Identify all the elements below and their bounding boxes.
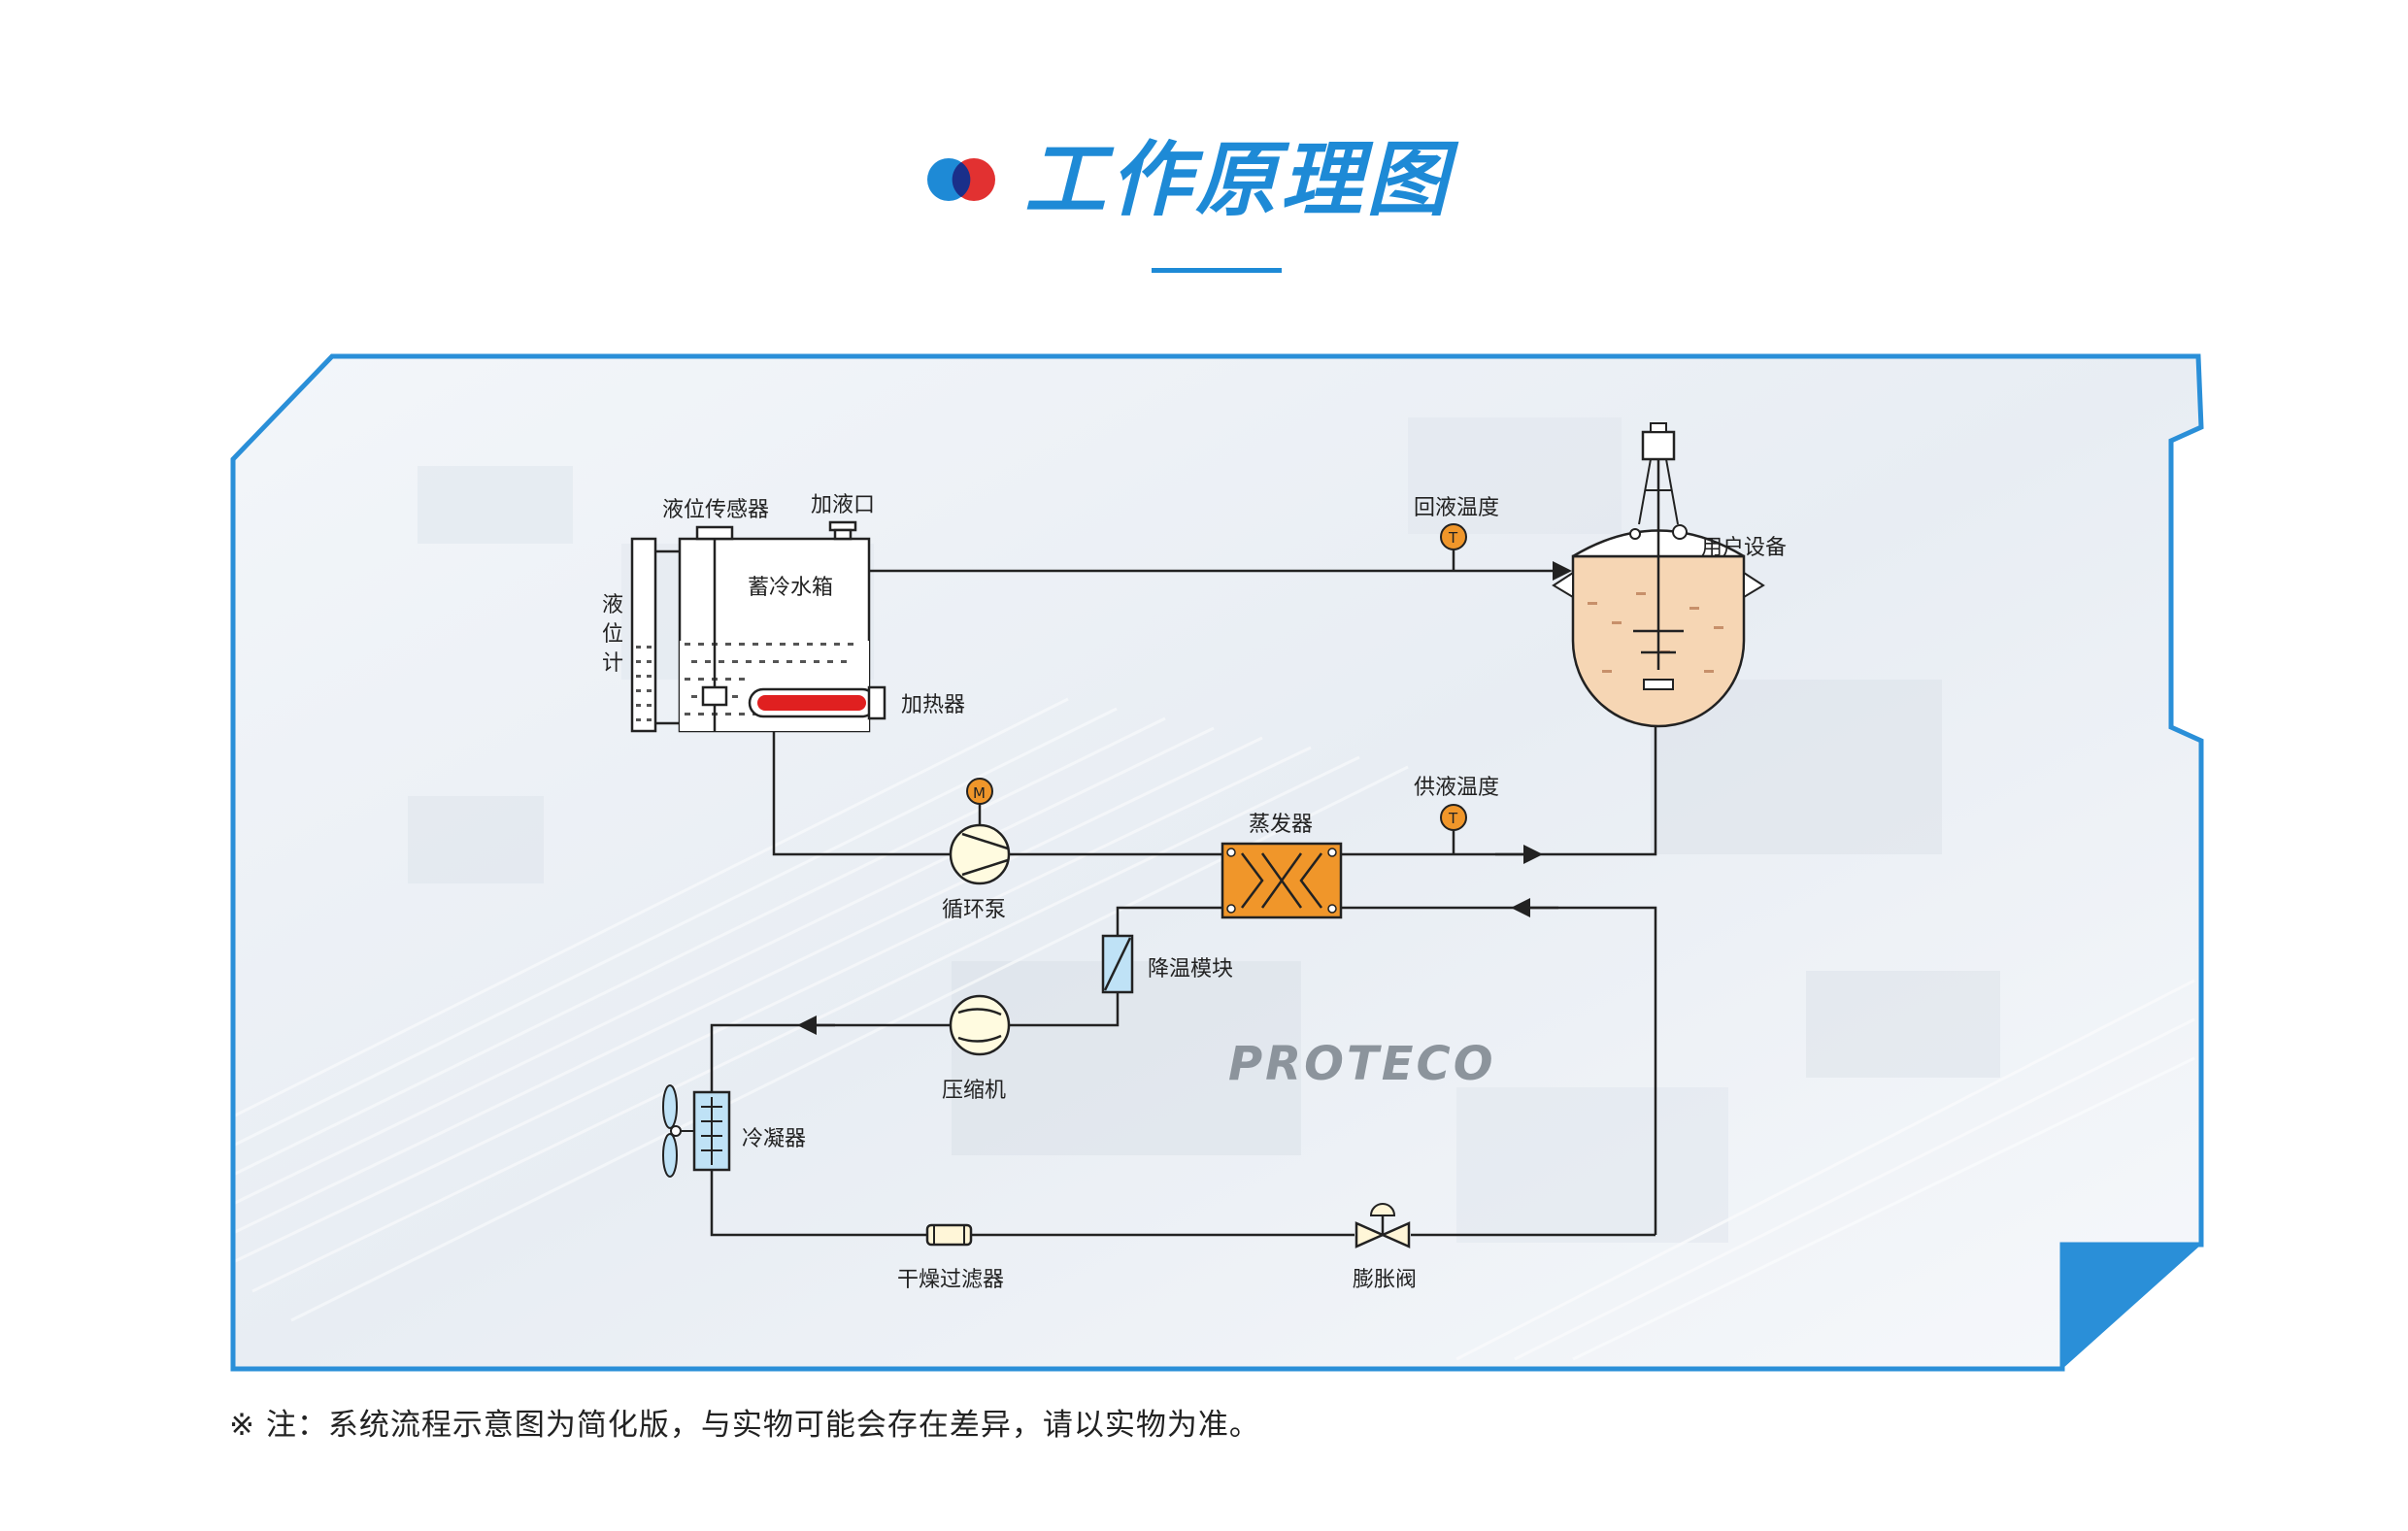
evaporator <box>1221 842 1343 919</box>
fan-icon <box>662 1084 694 1178</box>
label-level-gauge-3: 计 <box>602 651 623 676</box>
supply-temp-symbol: T <box>1448 810 1458 827</box>
title-underline <box>1152 268 1282 273</box>
pipe-network <box>710 561 1657 1237</box>
footnote: ※ 注：系统流程示意图为简化版，与实物可能会存在差异，请以实物为准。 <box>229 1408 1260 1443</box>
level-gauge <box>630 537 680 733</box>
label-filter-dryer: 干燥过滤器 <box>897 1268 1004 1292</box>
page-curl-corner <box>2062 1245 2201 1369</box>
label-supply-temp: 供液温度 <box>1414 776 1499 800</box>
supply-pipe <box>1341 686 1657 856</box>
evap-to-module-pipe <box>1116 906 1222 936</box>
heater <box>748 685 886 720</box>
tank-to-pump-pipe <box>772 731 951 856</box>
brand-logo-icon <box>927 158 995 201</box>
return-temp-symbol: T <box>1448 529 1458 547</box>
label-cold-water-tank: 蓄冷水箱 <box>748 576 833 600</box>
return-temp-sensor <box>1440 523 1467 571</box>
user-equipment-reactor <box>1552 422 1765 728</box>
label-user-equipment: 用户设备 <box>1701 536 1787 560</box>
compressor-to-condenser-pipe <box>710 1023 951 1092</box>
label-heater: 加热器 <box>901 693 965 717</box>
header: 工作原理图 <box>0 0 2408 291</box>
brand-watermark: PROTECO <box>1228 1037 1496 1091</box>
label-level-gauge-2: 位 <box>602 622 623 647</box>
label-return-temp: 回液温度 <box>1414 496 1499 520</box>
level-sensor <box>695 525 734 731</box>
label-fill-port: 加液口 <box>811 493 875 517</box>
suction-return-pipe <box>1341 906 1657 1235</box>
diagram-labels: 液位传感器 加液口 蓄冷水箱 液 位 计 加热器 回液温度 用户设备 供液温度 … <box>602 493 1787 1292</box>
module-to-compressor-pipe <box>1009 992 1120 1027</box>
label-expansion-valve: 膨胀阀 <box>1353 1268 1417 1292</box>
label-circulation-pump: 循环泵 <box>942 898 1006 922</box>
filter-dryer <box>925 1223 973 1247</box>
label-condenser: 冷凝器 <box>742 1127 806 1151</box>
page-title: 工作原理图 <box>1024 132 1453 227</box>
label-level-gauge-1: 液 <box>602 593 623 617</box>
expansion-valve <box>1354 1203 1411 1248</box>
label-cooling-module: 降温模块 <box>1148 957 1233 982</box>
fill-port <box>828 520 857 541</box>
supply-temp-sensor <box>1440 804 1467 854</box>
diagram-frame <box>230 353 2204 1372</box>
label-level-sensor: 液位传感器 <box>662 498 769 522</box>
condenser <box>662 1084 731 1178</box>
cooling-module <box>1101 934 1134 994</box>
motor-symbol: M <box>973 784 986 802</box>
circulation-pump <box>949 778 1011 885</box>
compressor <box>949 994 1011 1056</box>
condenser-to-filter-pipe <box>710 1170 927 1237</box>
label-evaporator: 蒸发器 <box>1249 813 1313 837</box>
label-compressor: 压缩机 <box>942 1079 1006 1103</box>
